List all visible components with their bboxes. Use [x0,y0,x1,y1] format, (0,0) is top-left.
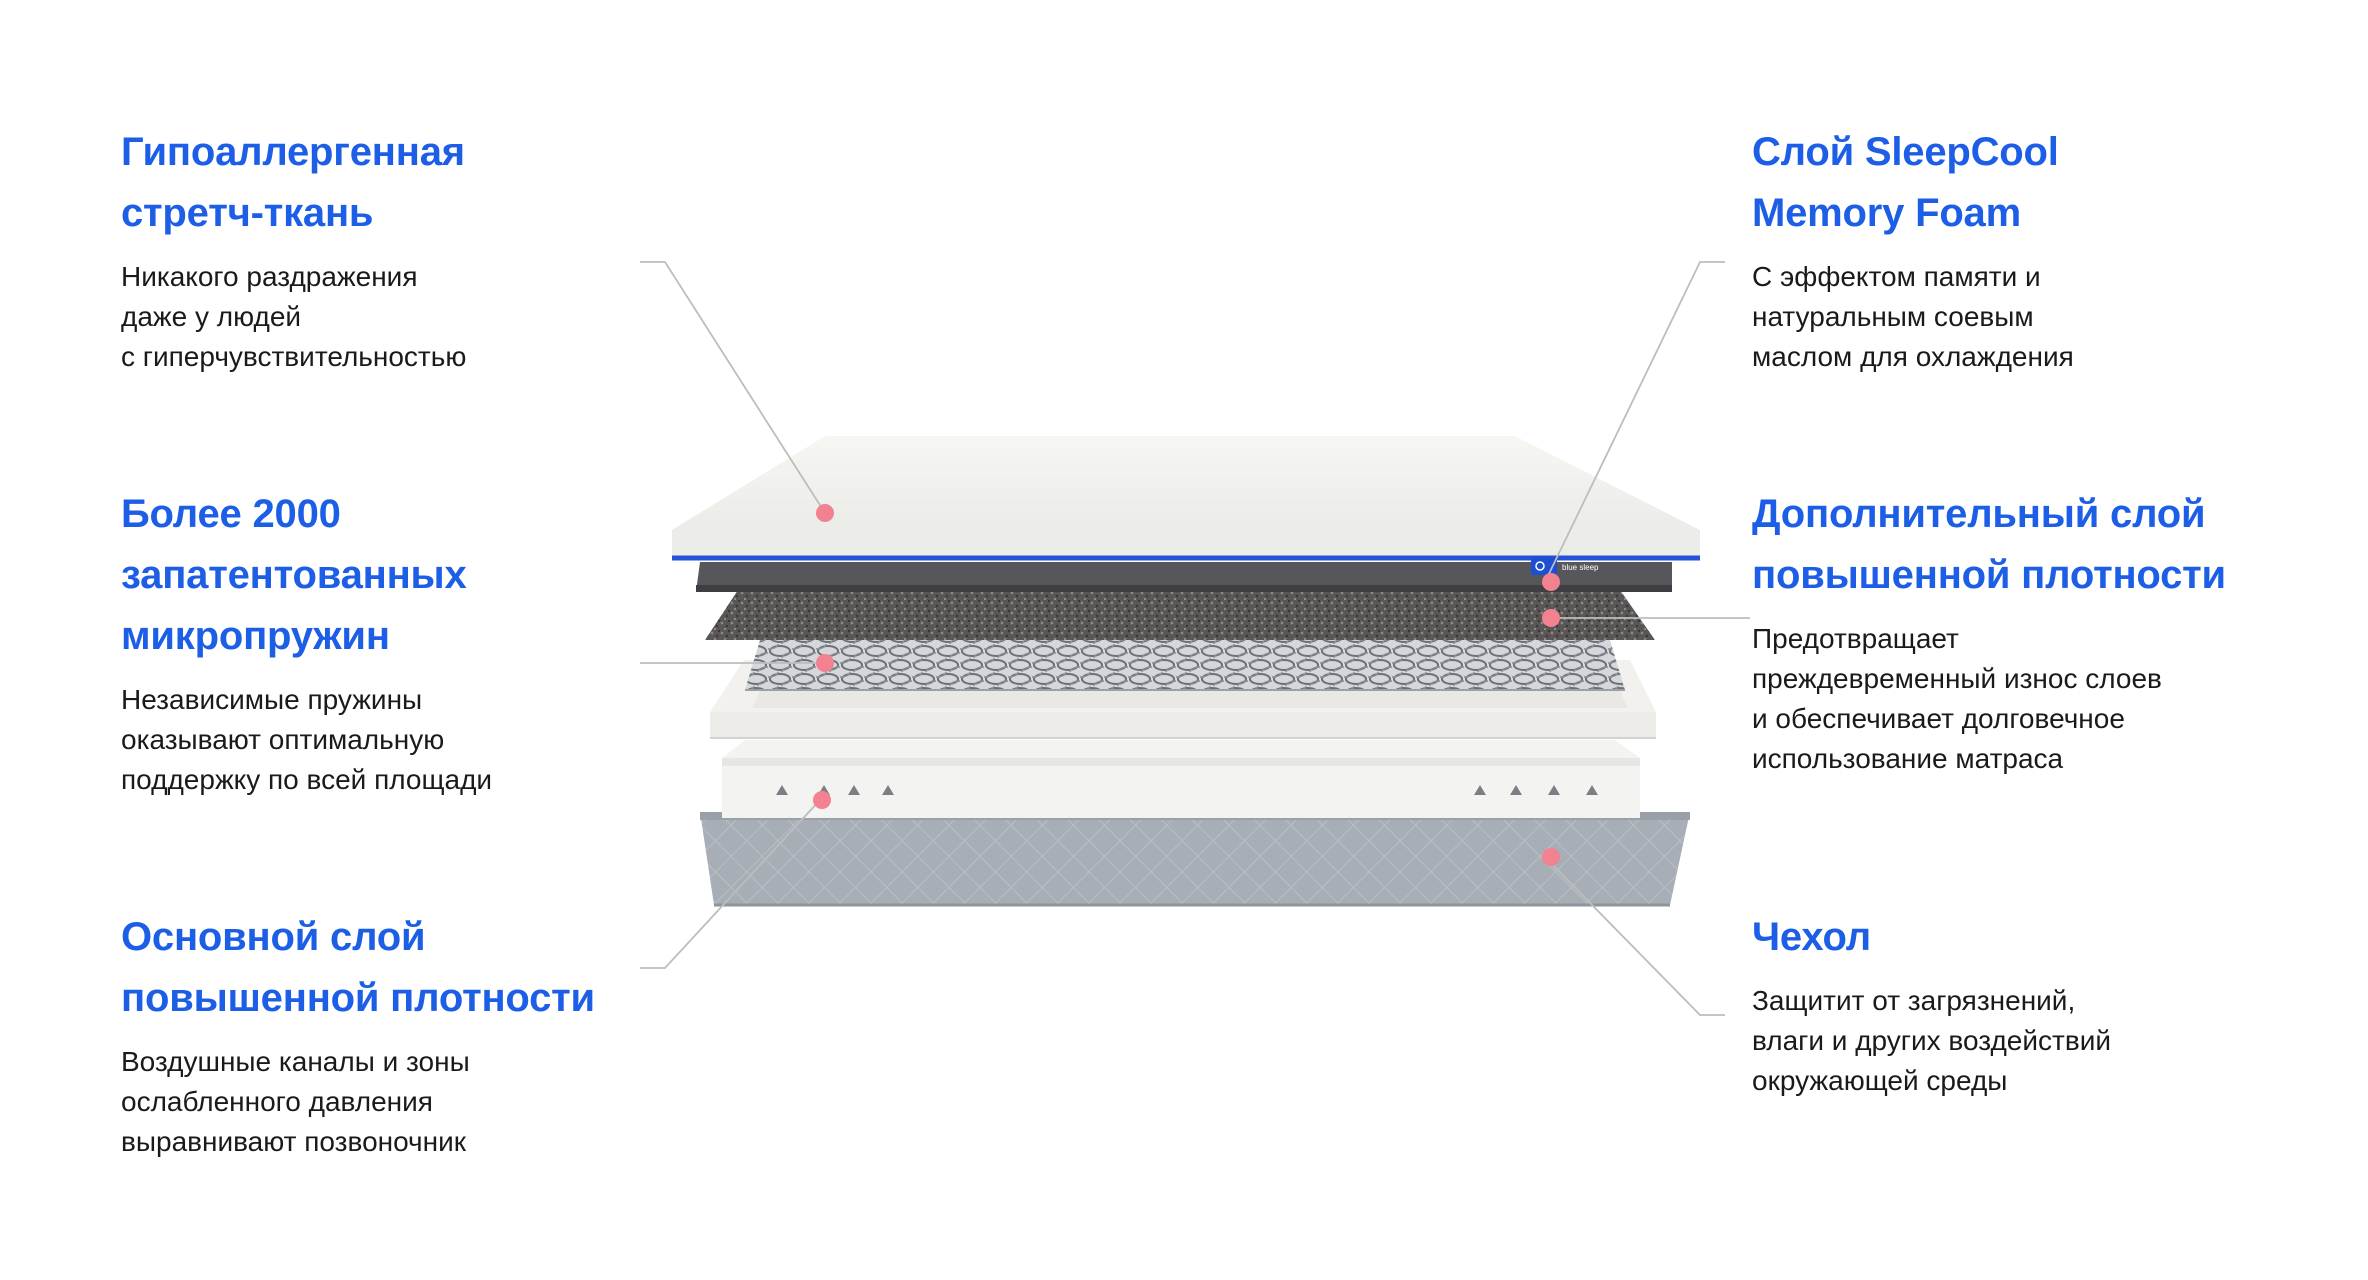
marker-dot-icon [816,654,834,672]
feature-description: Независимые пружины оказывают оптимальну… [121,684,493,795]
dark-layer [696,562,1672,592]
feature-title: Основной слой повышенной плотности [121,915,595,1020]
markers [813,504,1560,866]
feature-sleepcool-memory-foam: Слой SleepCool Memory Foam С эффектом па… [1752,122,2312,377]
microsprings-layer [745,640,1625,691]
marker-dot-icon [1542,609,1560,627]
marker-dot-icon [816,504,834,522]
feature-main-dense-layer: Основной слой повышенной плотности Возду… [121,907,681,1162]
feature-stretch-fabric: Гипоаллергенная стретч-ткань Никакого ра… [121,122,681,377]
feature-description: Никакого раздражения даже у людей с гипе… [121,261,467,372]
feature-title: Более 2000 запатентованных микропружин [121,492,467,658]
leader-lines [640,261,1750,1016]
marker-dot-icon [1542,573,1560,591]
feature-microsprings: Более 2000 запатентованных микропружин Н… [121,484,681,800]
feature-description: Предотвращает преждевременный износ слое… [1752,623,2162,774]
feature-description: С эффектом памяти и натуральным соевым м… [1752,261,2074,372]
feature-description: Воздушные каналы и зоны ослабленного дав… [121,1046,470,1157]
feature-title: Гипоаллергенная стретч-ткань [121,130,465,235]
feature-cover: Чехол Защитит от загрязнений, влаги и др… [1752,907,2312,1101]
feature-extra-dense-layer: Дополнительный слой повышенной плотности… [1752,484,2312,779]
feature-title: Дополнительный слой повышенной плотности [1752,492,2226,597]
svg-text:blue sleep: blue sleep [1562,563,1599,572]
feature-title: Слой SleepCool Memory Foam [1752,130,2059,235]
extra-dense-layer [705,590,1655,640]
feature-description: Защитит от загрязнений, влаги и других в… [1752,985,2111,1096]
feature-title: Чехол [1752,915,1871,959]
main-foam-layer [722,740,1640,818]
marker-dot-icon [1542,848,1560,866]
marker-dot-icon [813,791,831,809]
memory-foam-layer: blue sleep [672,436,1700,575]
cover-layer [700,812,1690,907]
